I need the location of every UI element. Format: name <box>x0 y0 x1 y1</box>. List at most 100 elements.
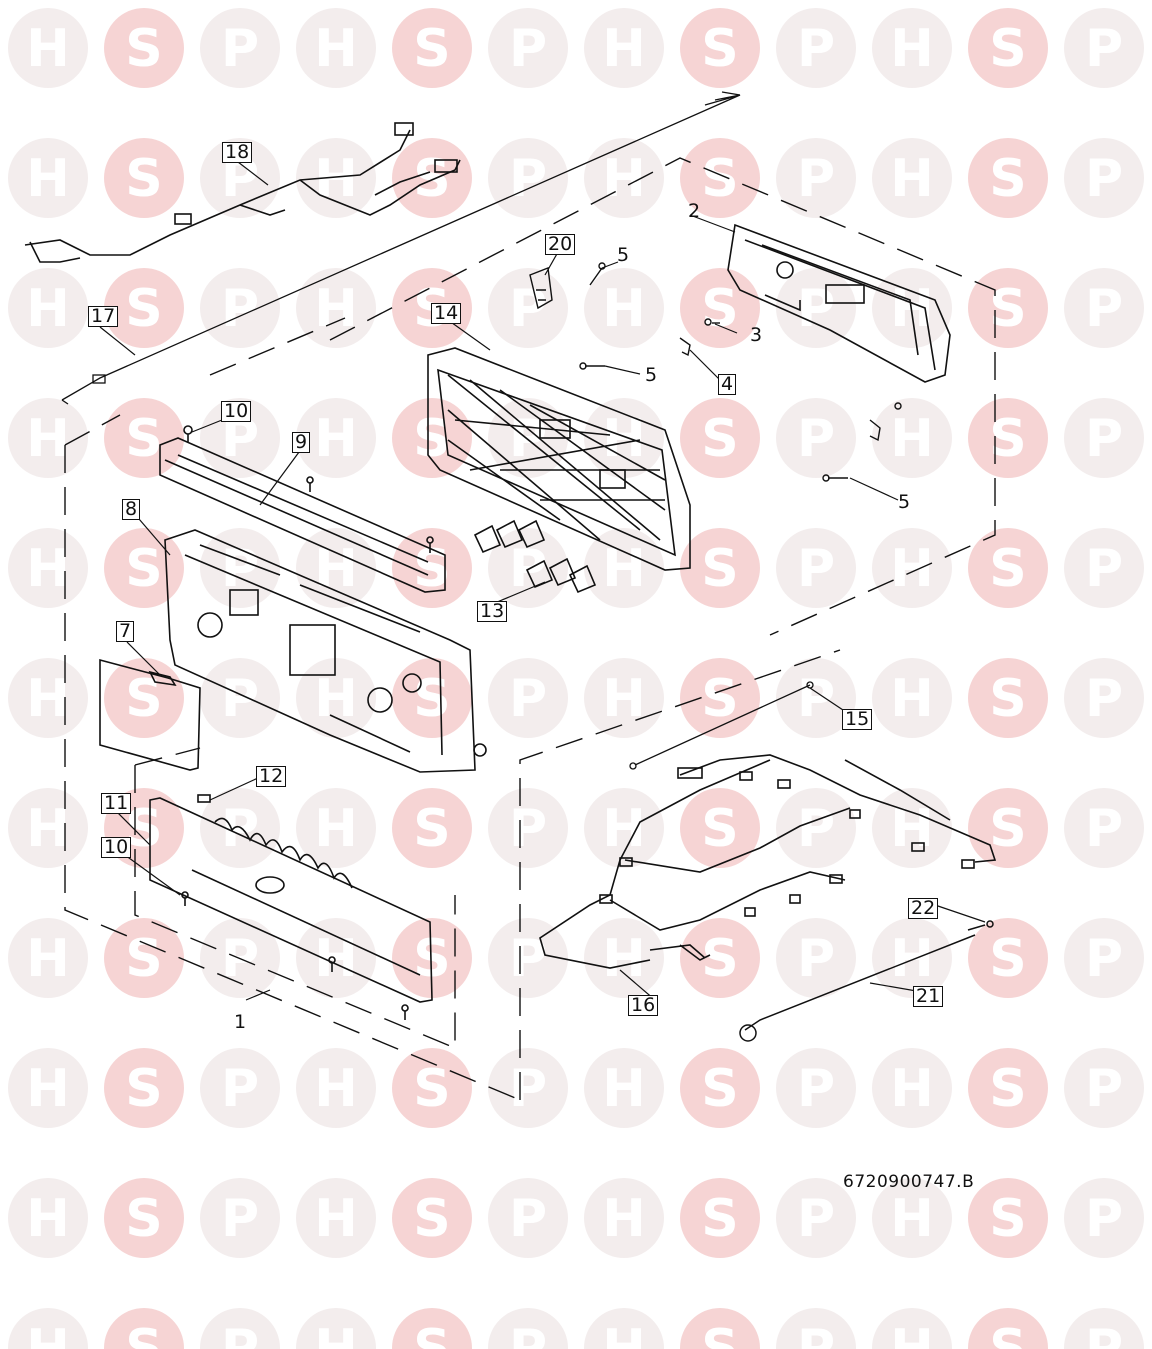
watermark-circle <box>104 138 184 218</box>
watermark-circle <box>104 268 184 348</box>
watermark-circle <box>776 658 856 738</box>
watermark-circle <box>680 1308 760 1349</box>
watermark-circle <box>872 398 952 478</box>
watermark-letter: S <box>413 799 450 859</box>
watermark-letter: S <box>701 279 738 339</box>
watermark-letter: P <box>797 409 835 469</box>
sensor-21-22 <box>739 920 994 1042</box>
watermark-circle <box>776 788 856 868</box>
watermark-letter: H <box>26 279 70 339</box>
watermark-circle <box>296 1178 376 1258</box>
watermark-circle <box>104 1048 184 1128</box>
watermark-circle <box>392 1048 472 1128</box>
watermark-letter: P <box>1085 669 1123 729</box>
watermark-circle <box>200 398 280 478</box>
watermark-circle <box>8 138 88 218</box>
watermark-circle <box>872 1308 952 1349</box>
watermark-letter: S <box>701 669 738 729</box>
watermark-letter: H <box>26 1189 70 1249</box>
watermark-letter: S <box>125 1059 162 1119</box>
callout-9: 9 <box>292 432 311 453</box>
watermark-letter: P <box>797 1189 835 1249</box>
watermark-letter: S <box>125 1189 162 1249</box>
watermark-circle <box>776 918 856 998</box>
watermark-circle <box>392 658 472 738</box>
watermark-letter: S <box>701 539 738 599</box>
watermark-letter: S <box>989 929 1026 989</box>
watermark-letter: S <box>413 1189 450 1249</box>
callout-16: 16 <box>628 995 659 1016</box>
watermark-letter: P <box>797 929 835 989</box>
watermark-letter: H <box>26 539 70 599</box>
watermark-circle <box>488 398 568 478</box>
watermark-circle <box>104 398 184 478</box>
watermark-circle <box>104 8 184 88</box>
watermark-circle <box>392 1308 472 1349</box>
watermark-circle <box>584 1048 664 1128</box>
watermark-circle <box>1064 658 1144 738</box>
watermark-letter: P <box>509 19 547 79</box>
watermark-letter: S <box>701 1319 738 1349</box>
callout-2: 2 <box>688 200 701 222</box>
watermark-circle <box>680 528 760 608</box>
watermark-letter: H <box>890 149 934 209</box>
watermark-letter: H <box>890 669 934 729</box>
part-1-bezel <box>149 794 433 1020</box>
callout-11: 11 <box>101 793 132 814</box>
watermark-circle <box>680 658 760 738</box>
watermark-circle <box>1064 788 1144 868</box>
watermark-circle <box>1064 138 1144 218</box>
watermark-letter: H <box>602 799 646 859</box>
watermark-letter: H <box>602 539 646 599</box>
watermark-letter: P <box>221 1059 259 1119</box>
watermark-letter: P <box>221 1189 259 1249</box>
watermark-letter: P <box>797 19 835 79</box>
watermark-circle <box>680 788 760 868</box>
watermark-letter: S <box>125 539 162 599</box>
watermark-letter: H <box>314 1189 358 1249</box>
callout-4: 4 <box>718 374 737 395</box>
watermark-circle <box>872 528 952 608</box>
watermark-circle <box>968 918 1048 998</box>
watermark-circle <box>200 1308 280 1349</box>
watermark-circle <box>1064 398 1144 478</box>
watermark-circle <box>584 918 664 998</box>
watermark-letter: P <box>1085 1189 1123 1249</box>
watermark-circle <box>776 1178 856 1258</box>
watermark-circle <box>584 528 664 608</box>
watermark-circle <box>968 1308 1048 1349</box>
watermark-circle <box>1064 1308 1144 1349</box>
document-reference: 6720900747.B <box>843 1172 975 1192</box>
watermark-circle <box>680 138 760 218</box>
watermark-letter: P <box>1085 149 1123 209</box>
callout-5: 5 <box>617 244 630 266</box>
watermark-circle <box>392 1178 472 1258</box>
watermark-circle <box>1064 528 1144 608</box>
callout-12: 12 <box>256 766 287 787</box>
watermark-letter: S <box>701 1189 738 1249</box>
callout-3: 3 <box>750 324 763 346</box>
watermark-letter: P <box>1085 19 1123 79</box>
watermark-circle <box>488 528 568 608</box>
watermark-circle <box>200 8 280 88</box>
harness-16 <box>539 754 997 969</box>
watermark-circle <box>584 268 664 348</box>
watermark-letter: S <box>125 19 162 79</box>
watermark-circle <box>200 528 280 608</box>
watermark-letter: P <box>509 279 547 339</box>
watermark-letter: S <box>989 669 1026 729</box>
watermark-circle <box>776 398 856 478</box>
callout-13: 13 <box>477 601 508 622</box>
watermark-letter: H <box>602 279 646 339</box>
watermark-circle <box>584 788 664 868</box>
watermark-circle <box>8 528 88 608</box>
watermark-letter: H <box>602 19 646 79</box>
watermark-circle <box>680 398 760 478</box>
watermark-letter: S <box>989 19 1026 79</box>
callout-7: 7 <box>116 621 135 642</box>
watermark-circle <box>968 1178 1048 1258</box>
watermark-circle <box>8 1308 88 1349</box>
watermark-letter: H <box>314 1319 358 1349</box>
watermark-letter: P <box>1085 929 1123 989</box>
